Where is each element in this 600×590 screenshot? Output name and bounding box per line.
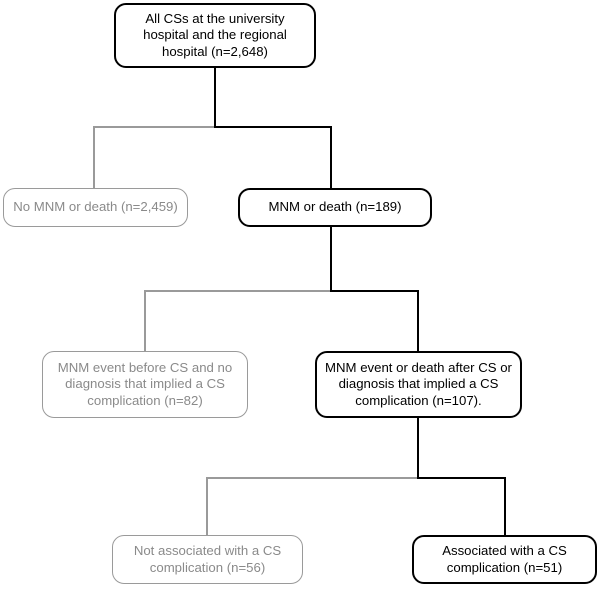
- connector-to-mnm-after-cs: [417, 290, 419, 351]
- connector-to-mnm-before-cs: [144, 290, 146, 351]
- connector-to-no-mnm-or-death: [93, 126, 95, 188]
- connector-mnm-or-death-drop: [330, 226, 332, 290]
- connector-mnm-after-cs-drop: [417, 418, 419, 477]
- connector-level3-bar-right: [417, 477, 505, 479]
- node-associated: Associated with a CS complication (n=51): [412, 535, 597, 584]
- node-all-cs: All CSs at the university hospital and t…: [114, 3, 316, 68]
- connector-to-mnm-or-death: [330, 126, 332, 188]
- connector-to-associated: [504, 477, 506, 535]
- connector-level1-bar-right: [214, 126, 332, 128]
- node-mnm-after-cs: MNM event or death after CS or diagnosis…: [315, 351, 522, 418]
- connector-level3-bar-left: [206, 477, 418, 479]
- connector-to-not-associated: [206, 477, 208, 535]
- node-mnm-or-death: MNM or death (n=189): [238, 188, 432, 227]
- node-mnm-before-cs: MNM event before CS and no diagnosis tha…: [42, 351, 248, 418]
- connector-level1-bar-left: [93, 126, 215, 128]
- connector-level2-bar-right: [330, 290, 418, 292]
- connector-level2-bar-left: [144, 290, 331, 292]
- node-not-associated: Not associated with a CS complication (n…: [112, 535, 303, 584]
- connector-all-cs-drop: [214, 68, 216, 126]
- node-no-mnm-or-death: No MNM or death (n=2,459): [3, 188, 188, 227]
